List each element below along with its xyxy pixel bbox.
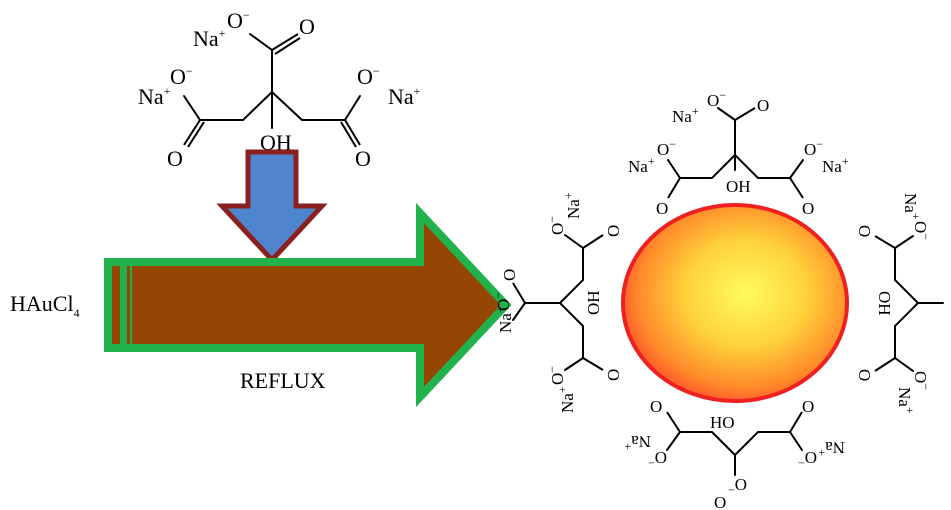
reaction-labels: HAuCl4 REFLUX bbox=[10, 291, 326, 393]
citrate-left: Na+ O− O Na+ O− O O− Na+ O OH bbox=[491, 192, 623, 413]
o-double-right-label: O bbox=[355, 146, 371, 171]
svg-text:O: O bbox=[855, 225, 874, 237]
svg-text:O−: O− bbox=[491, 292, 513, 311]
o-double-left-label: O bbox=[167, 146, 183, 171]
process-label: REFLUX bbox=[240, 368, 326, 393]
gold-nanoparticle bbox=[621, 203, 849, 403]
svg-text:Na+: Na+ bbox=[818, 438, 845, 460]
o-double-top-label: O bbox=[299, 14, 315, 39]
svg-text:O−: O− bbox=[804, 137, 823, 159]
svg-text:Na+: Na+ bbox=[672, 104, 699, 126]
svg-text:O: O bbox=[855, 369, 874, 381]
o-minus-left-label: O− bbox=[170, 64, 193, 89]
svg-text:O−: O− bbox=[728, 475, 747, 497]
svg-text:Na+: Na+ bbox=[628, 154, 655, 176]
svg-text:O: O bbox=[714, 493, 726, 510]
svg-text:O−: O− bbox=[648, 448, 667, 470]
svg-text:O: O bbox=[802, 199, 814, 218]
reflux-arrow bbox=[104, 202, 512, 408]
svg-text:O−: O− bbox=[545, 366, 567, 385]
svg-text:OH: OH bbox=[875, 291, 894, 316]
svg-text:Na+: Na+ bbox=[822, 154, 849, 176]
sodium-citrate-molecule: Na+ O− O Na+ O− O O− Na+ O OH bbox=[138, 8, 421, 171]
svg-text:Na+: Na+ bbox=[561, 192, 583, 219]
citrate-top: Na+ O− O Na+ O− O O− Na+ O OH bbox=[628, 88, 849, 218]
svg-text:O: O bbox=[604, 369, 623, 381]
reagent-label: HAuCl4 bbox=[10, 291, 80, 320]
svg-text:O−: O− bbox=[911, 221, 933, 240]
svg-text:O−: O− bbox=[545, 216, 567, 235]
citrate-right: Na+ O− O O− Na+ O OH bbox=[855, 193, 944, 414]
svg-text:O−: O− bbox=[798, 448, 817, 470]
svg-text:O−: O− bbox=[657, 137, 676, 159]
svg-text:Na+: Na+ bbox=[624, 432, 651, 454]
svg-text:O−: O− bbox=[707, 88, 726, 110]
na-top-label: Na+ bbox=[193, 26, 226, 51]
na-right-label: Na+ bbox=[388, 84, 421, 109]
svg-text:O: O bbox=[604, 225, 623, 237]
citrate-bottom: Na+ O− O− Na+ O− bbox=[624, 411, 845, 497]
svg-text:OH: OH bbox=[584, 290, 603, 315]
svg-text:O: O bbox=[802, 397, 814, 416]
o-minus-right-label: O− bbox=[357, 64, 380, 89]
svg-text:Na+: Na+ bbox=[493, 306, 515, 333]
svg-text:Na+: Na+ bbox=[901, 193, 923, 220]
svg-text:O−: O− bbox=[911, 371, 933, 390]
na-left-label: Na+ bbox=[138, 84, 171, 109]
svg-text:OH: OH bbox=[726, 177, 751, 196]
svg-text:HO: HO bbox=[710, 413, 735, 432]
o-minus-top-label: O− bbox=[227, 8, 250, 33]
svg-text:Na+: Na+ bbox=[895, 387, 917, 414]
citrate-bottom-upright-labels: O O HO O bbox=[650, 397, 814, 510]
svg-text:O: O bbox=[757, 96, 769, 115]
svg-text:O: O bbox=[650, 397, 662, 416]
down-arrow bbox=[216, 149, 328, 264]
svg-text:O: O bbox=[656, 199, 668, 218]
svg-text:Na+: Na+ bbox=[555, 386, 577, 413]
svg-text:O: O bbox=[500, 269, 519, 281]
